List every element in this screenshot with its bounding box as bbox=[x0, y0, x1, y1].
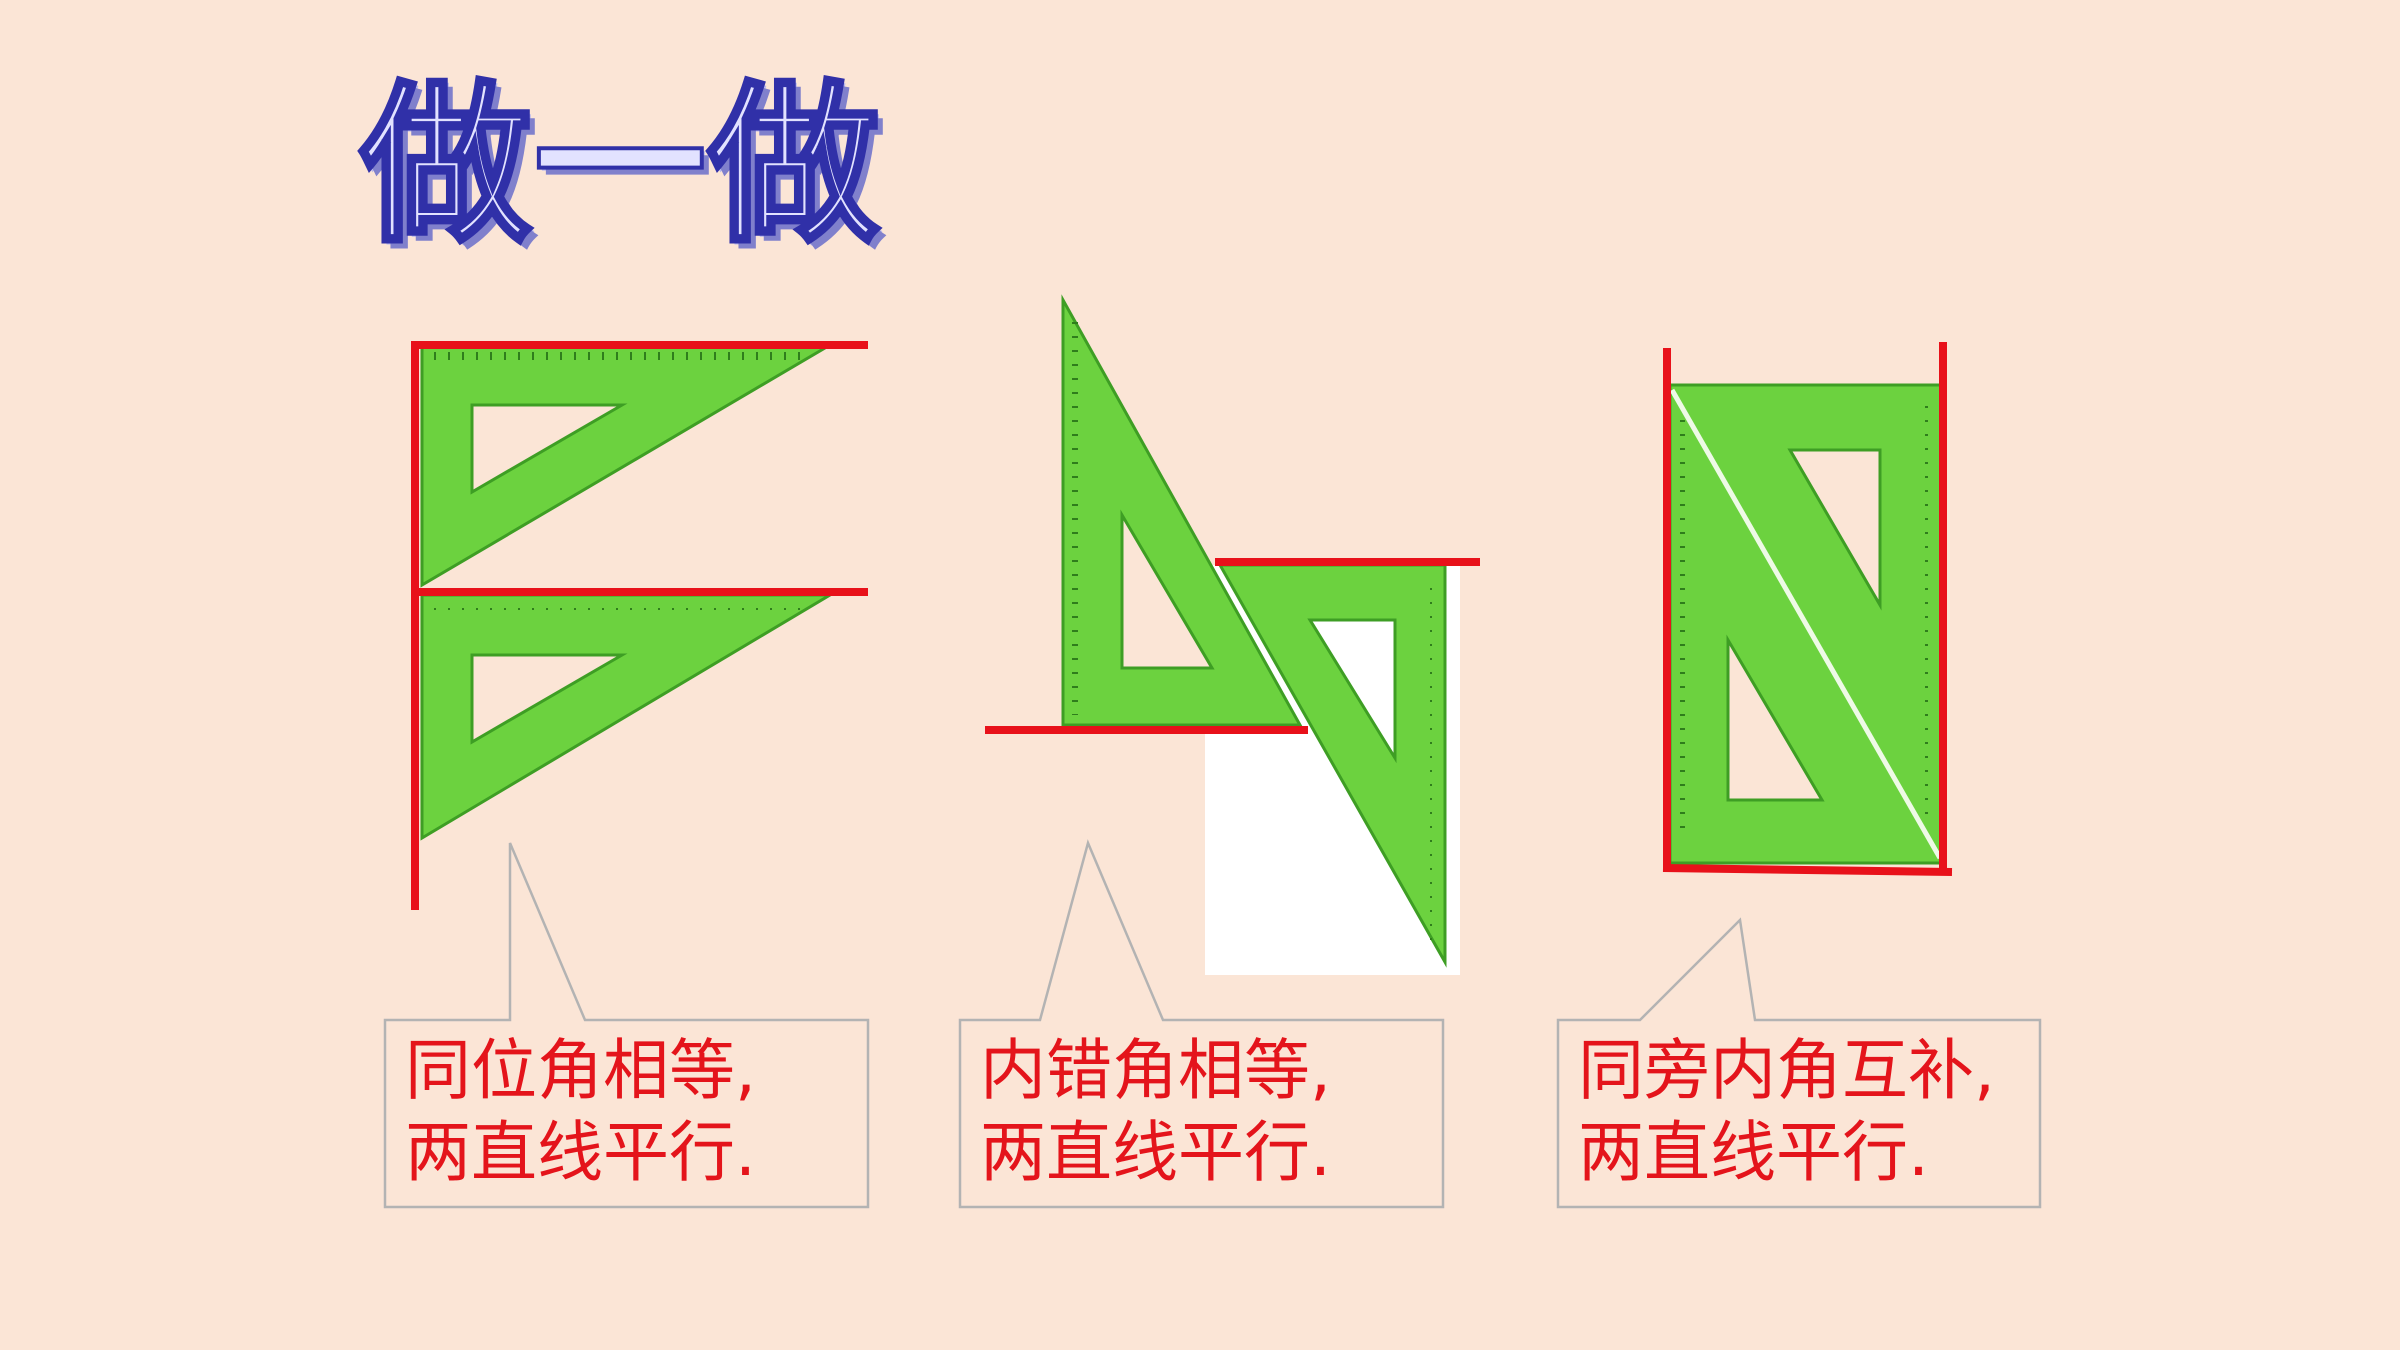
callout-box-2 bbox=[958, 839, 1445, 1209]
set-square-right bbox=[1217, 563, 1447, 968]
callout-box-3 bbox=[1556, 917, 2042, 1209]
callout-text-corresponding: 同位角相等, 两直线平行. bbox=[405, 1030, 756, 1194]
figure-alternate-interior-angles bbox=[985, 294, 1480, 975]
transversal-line bbox=[1662, 864, 1953, 876]
callout-text-co-interior: 同旁内角互补, 两直线平行. bbox=[1578, 1030, 1995, 1194]
callout-line-1: 同位角相等, bbox=[405, 1032, 756, 1109]
page-title: 做一做 bbox=[358, 65, 882, 266]
callout-line-2: 两直线平行. bbox=[980, 1114, 1331, 1191]
callout-text-alternate: 内错角相等, 两直线平行. bbox=[980, 1030, 1331, 1194]
callout-line-2: 两直线平行. bbox=[405, 1114, 756, 1191]
hypotenuse-seam bbox=[1669, 388, 1943, 860]
callout-line-2: 两直线平行. bbox=[1578, 1114, 1929, 1191]
set-square-left bbox=[1061, 294, 1303, 727]
callout-box-1 bbox=[383, 842, 870, 1209]
upper-cutout bbox=[1787, 448, 1882, 611]
lower-cutout bbox=[1726, 634, 1825, 802]
callout-line-1: 内错角相等, bbox=[980, 1032, 1331, 1109]
figure-co-interior-angles bbox=[1662, 342, 1953, 876]
callout-line-1: 同旁内角互补, bbox=[1578, 1032, 1995, 1109]
figure-corresponding-angles bbox=[411, 341, 868, 910]
set-square-upper bbox=[420, 343, 836, 588]
set-square-lower bbox=[420, 593, 836, 841]
